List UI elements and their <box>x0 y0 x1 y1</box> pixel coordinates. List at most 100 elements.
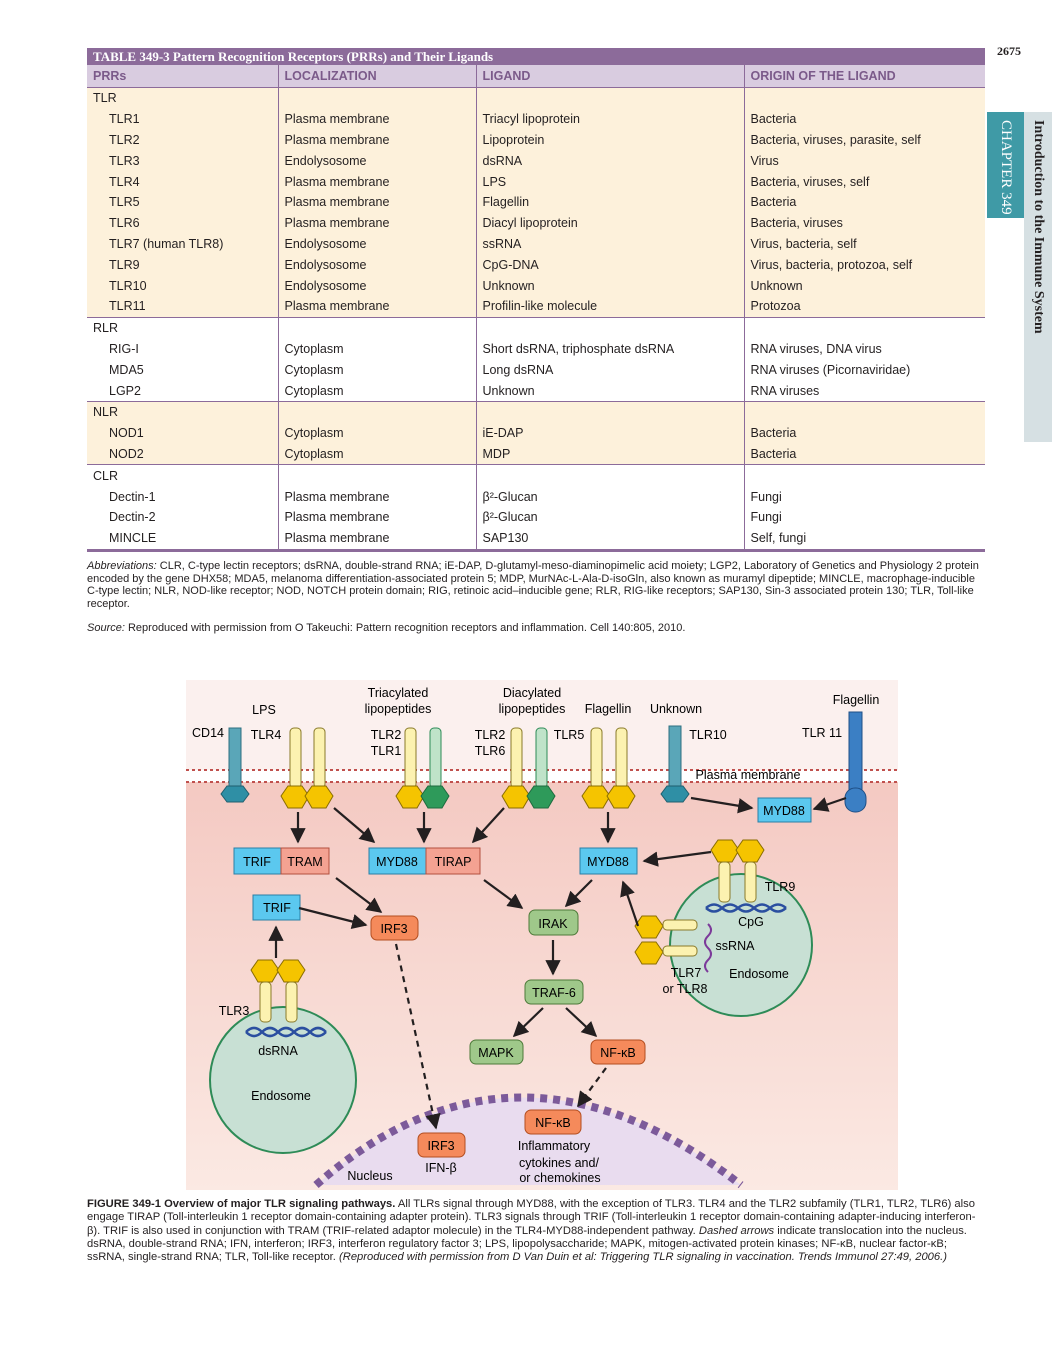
table-cell: RNA viruses <box>743 380 985 402</box>
table-cell: Bacteria <box>743 191 985 213</box>
table-cell: Endolysosome <box>277 254 476 276</box>
nuclear-envelope <box>313 1093 744 1189</box>
myd88-label: MYD88 <box>376 855 418 869</box>
cpg-helix <box>705 903 787 913</box>
label-tlr9: TLR9 <box>765 880 796 894</box>
caption-body-2: indicate translocation into the nucleus.… <box>87 1224 967 1264</box>
myd88-tlr11-box <box>757 797 812 823</box>
chapter-title-label: Introduction to the Immune System <box>1031 120 1046 334</box>
prr-table-grid: PRRs LOCALIZATION LIGAND ORIGIN OF THE L… <box>87 65 985 549</box>
tlr5-domain <box>606 785 636 809</box>
table-header: ORIGIN OF THE LIGAND <box>743 65 985 88</box>
table-cell: TLR1 <box>87 108 278 130</box>
figure-title: Overview of major TLR signaling pathways… <box>161 1198 396 1210</box>
table-cell: RNA viruses, DNA virus <box>743 338 985 360</box>
tram-label: TRAM <box>287 855 322 869</box>
table-cell: LGP2 <box>87 380 278 402</box>
irf3-label: IRF3 <box>380 922 407 936</box>
myd88-box-2 <box>579 847 638 875</box>
table-cell <box>743 87 985 109</box>
table-cell: Bacteria <box>743 108 985 130</box>
tlr6-domain <box>526 785 556 809</box>
tlr10-receptor <box>660 785 690 803</box>
table-cell <box>277 464 476 487</box>
table-cell: Plasma membrane <box>277 108 476 130</box>
table-cell: Unknown <box>475 380 744 402</box>
irak-label: IRAK <box>538 917 568 931</box>
table-cell: Lipoprotein <box>475 129 744 151</box>
irf3-box <box>370 915 419 941</box>
table-cell: RNA viruses (Picornaviridae) <box>743 359 985 381</box>
translocation-arrows <box>394 943 607 1130</box>
tlr3-domain <box>250 959 280 983</box>
label-cpg: CpG <box>738 915 764 929</box>
endosome-right <box>669 873 813 1017</box>
table-cell: Plasma membrane <box>277 527 476 549</box>
inflammatory-label-2: cytokines and/ <box>519 1156 599 1170</box>
ligand-unknown: Unknown <box>650 702 702 716</box>
tlr3-domain <box>276 959 306 983</box>
mapk-box <box>469 1039 524 1065</box>
ssrna-strand <box>704 923 712 973</box>
table-cell: Bacteria <box>743 443 985 465</box>
inflammatory-label-3: or chemokines <box>519 1171 600 1185</box>
table-header-row: PRRs LOCALIZATION LIGAND ORIGIN OF THE L… <box>87 65 985 88</box>
table-cell: TLR10 <box>87 275 278 296</box>
table-cell: Bacteria <box>743 422 985 444</box>
page-number: 2675 <box>997 44 1021 58</box>
irak-box <box>528 909 579 936</box>
ligand-flagellin-2: Flagellin <box>833 693 880 707</box>
label-tlr11: TLR 11 <box>802 726 842 740</box>
tlr1-domain <box>420 785 450 809</box>
table-abbreviations: Abbreviations: CLR, C-type lectin recept… <box>87 560 985 610</box>
tlr7-domain <box>634 941 664 965</box>
label-tlr5: TLR5 <box>554 728 585 742</box>
table-cell <box>277 87 476 109</box>
table-cell: NOD1 <box>87 422 278 444</box>
label-plasma-membrane: Plasma membrane <box>696 768 801 782</box>
label-ssrna: ssRNA <box>716 939 756 953</box>
table-cell: SAP130 <box>475 527 744 549</box>
table-cell: Unknown <box>743 275 985 296</box>
table-cell: Fungi <box>743 506 985 528</box>
prr-table: TABLE 349-3 Pattern Recognition Receptor… <box>87 48 985 552</box>
table-cell: Plasma membrane <box>277 295 476 318</box>
group-name: TLR <box>87 87 278 109</box>
table-cell: Long dsRNA <box>475 359 744 381</box>
myd88-label-2: MYD88 <box>587 855 629 869</box>
table-cell: TLR11 <box>87 295 278 318</box>
tlr-signaling-figure: LPS Triacylated lipopeptides Diacylated … <box>186 680 898 1190</box>
abbreviations-text: CLR, C-type lectin receptors; dsRNA, dou… <box>87 560 979 610</box>
table-header: LIGAND <box>475 65 744 88</box>
chapter-tab-label: CHAPTER 349 <box>998 120 1014 215</box>
table-cell: Bacteria, viruses, parasite, self <box>743 129 985 151</box>
caption-dashed-label: Dashed arrows <box>698 1224 775 1237</box>
table-cell: Self, fungi <box>743 527 985 549</box>
ligand-flagellin: Flagellin <box>585 702 632 716</box>
nfkb-label: NF-κB <box>600 1046 635 1060</box>
table-cell: Plasma membrane <box>277 506 476 528</box>
table-cell: Cytoplasm <box>277 359 476 381</box>
table-cell: LPS <box>475 171 744 192</box>
table-cell <box>475 316 744 339</box>
endosome-left <box>209 1006 357 1154</box>
table-group-row: NLR <box>87 400 985 423</box>
table-cell: Bacteria, viruses <box>743 212 985 234</box>
table-cell: Cytoplasm <box>277 422 476 444</box>
traf6-label: TRAF-6 <box>532 986 576 1000</box>
trif-box <box>233 847 282 875</box>
table-cell <box>277 400 476 423</box>
caption-body: All TLRs signal through MYD88, with the … <box>87 1198 976 1237</box>
table-cell: Plasma membrane <box>277 171 476 192</box>
irf3-nucleus-label: IRF3 <box>427 1139 454 1153</box>
dsrna-helix <box>245 1026 327 1038</box>
label-tlr3: TLR3 <box>219 1004 250 1018</box>
